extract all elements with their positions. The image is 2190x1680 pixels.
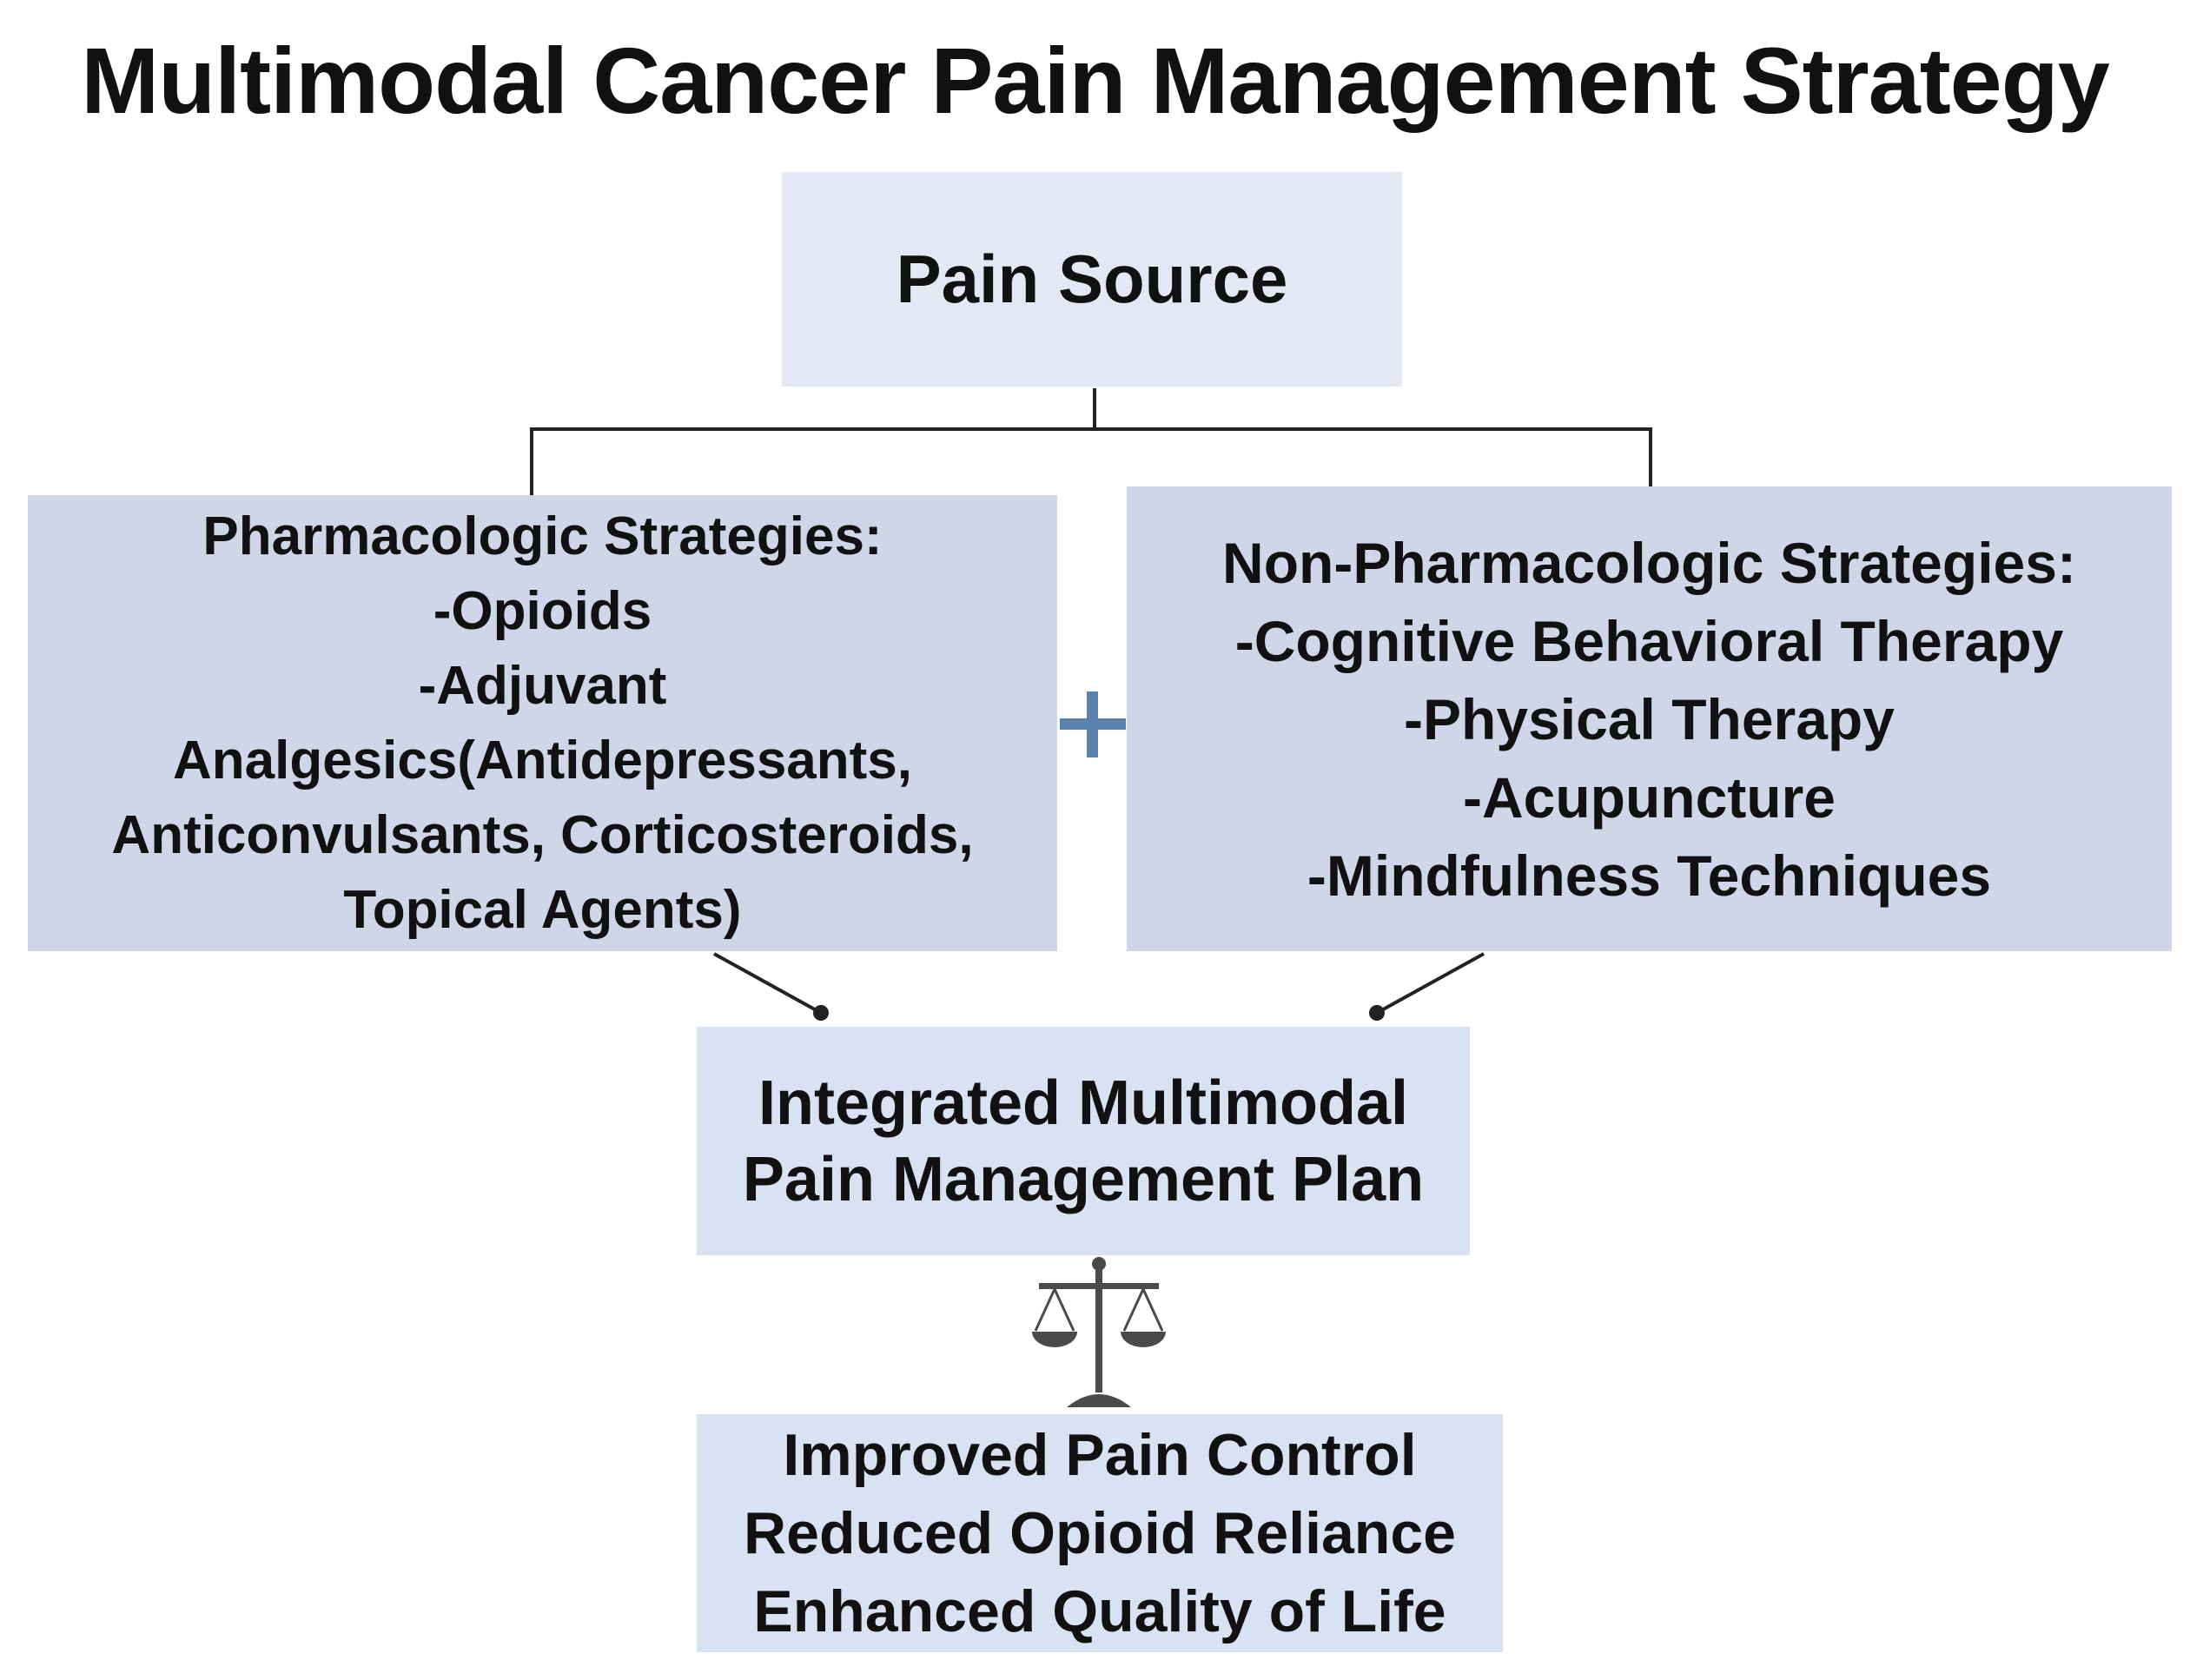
pharmacologic-item: -Adjuvant <box>418 655 667 716</box>
outcome-item: Enhanced Quality of Life <box>753 1578 1446 1644</box>
outcome-item: Improved Pain Control <box>783 1422 1417 1488</box>
plus-icon <box>1060 691 1126 757</box>
non-pharmacologic-item: -Mindfulness Techniques <box>1307 843 1992 908</box>
non-pharmacologic-item: -Cognitive Behavioral Therapy <box>1234 608 2064 673</box>
pharmacologic-item: Topical Agents) <box>343 879 742 940</box>
non-pharmacologic-heading: Non-Pharmacologic Strategies: <box>1222 530 2076 595</box>
balance-scale-icon <box>1032 1257 1166 1407</box>
pharmacologic-item: Analgesics(Antidepressants, <box>172 730 913 790</box>
diagram-title: Multimodal Cancer Pain Management Strate… <box>81 28 2110 133</box>
tree-connector <box>530 388 1652 497</box>
pain-source-box: Pain Source <box>782 172 1402 387</box>
non-pharmacologic-item: -Physical Therapy <box>1404 686 1895 751</box>
integrated-plan-box: Integrated Multimodal Pain Management Pl… <box>697 1027 1470 1255</box>
outcomes-box: Improved Pain Control Reduced Opioid Rel… <box>697 1414 1503 1652</box>
pain-source-label: Pain Source <box>896 241 1288 317</box>
outcome-item: Reduced Opioid Reliance <box>744 1500 1456 1566</box>
pharmacologic-heading: Pharmacologic Strategies: <box>202 506 883 566</box>
non-pharmacologic-item: -Acupuncture <box>1463 764 1836 830</box>
pharmacologic-strategies-box: Pharmacologic Strategies: -Opioids -Adju… <box>28 495 1057 951</box>
pharmacologic-item: -Opioids <box>433 580 652 641</box>
nonpharm-connector-dot <box>1369 1005 1385 1021</box>
pharm-connector-dot <box>813 1005 829 1021</box>
integrated-plan-line: Integrated Multimodal <box>758 1068 1409 1138</box>
pharm-to-plan-connector <box>713 952 822 1015</box>
non-pharmacologic-strategies-box: Non-Pharmacologic Strategies: -Cognitive… <box>1127 486 2172 951</box>
nonpharm-to-plan-connector <box>1376 952 1485 1015</box>
integrated-plan-line: Pain Management Plan <box>742 1144 1425 1214</box>
pharmacologic-item: Anticonvulsants, Corticosteroids, <box>111 804 974 865</box>
